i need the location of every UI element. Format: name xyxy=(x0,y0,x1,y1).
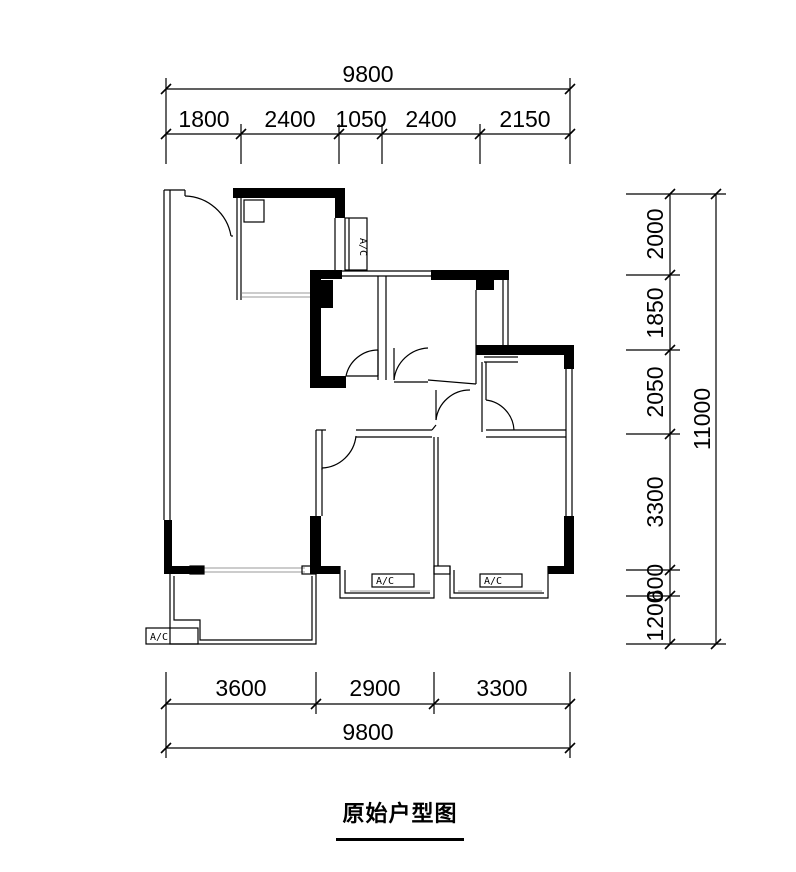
top-dimension-4: 2400 xyxy=(405,106,456,132)
balcony-left xyxy=(145,565,317,645)
bay-windows xyxy=(339,566,549,599)
bedroom-top-right xyxy=(476,345,574,516)
ac-label-bedroom-middle: A/C xyxy=(376,576,394,587)
right-overall-dimension: 11000 xyxy=(689,388,715,450)
title-underline xyxy=(336,838,464,841)
right-dimension-4: 3300 xyxy=(642,476,668,527)
right-dimension-group: 2000 1850 2050 3300 600 1200 11000 xyxy=(626,188,726,650)
bottom-dimension-2: 2900 xyxy=(349,675,400,701)
ac-label-bedroom-right: A/C xyxy=(484,576,502,587)
ac-label-balcony: A/C xyxy=(150,632,168,643)
bathroom-right xyxy=(393,270,509,385)
right-dimension-3: 2050 xyxy=(642,366,668,417)
right-dimension-6: 1200 xyxy=(642,590,668,641)
top-dimension-2: 2400 xyxy=(264,106,315,132)
plan-title: 原始户型图 xyxy=(342,802,458,827)
floor-plan: A/C A/C A/C A/C xyxy=(145,188,574,645)
top-dimension-group: 9800 1800 2400 1050 2400 2150 xyxy=(160,61,576,164)
bottom-overall-dimension: 9800 xyxy=(342,719,393,745)
bedroom-bottom-middle xyxy=(310,424,439,574)
top-overall-dimension: 9800 xyxy=(342,61,393,87)
hall-door xyxy=(435,389,471,421)
top-dimension-5: 2150 xyxy=(499,106,550,132)
right-dimension-2: 1850 xyxy=(642,287,668,338)
living-room-walls xyxy=(163,189,233,574)
ac-label-kitchen: A/C xyxy=(357,238,368,256)
right-dimension-1: 2000 xyxy=(642,208,668,259)
bedroom-bottom-right xyxy=(433,516,574,575)
top-dimension-1: 1800 xyxy=(178,106,229,132)
bottom-dimension-3: 3300 xyxy=(476,675,527,701)
kitchen-block xyxy=(233,188,368,300)
bottom-dimension-group: 3600 2900 3300 9800 xyxy=(160,672,576,758)
top-dimension-3: 1050 xyxy=(335,106,386,132)
right-dimension-5: 600 xyxy=(642,564,668,602)
bottom-dimension-1: 3600 xyxy=(215,675,266,701)
bathroom-center xyxy=(310,270,481,388)
